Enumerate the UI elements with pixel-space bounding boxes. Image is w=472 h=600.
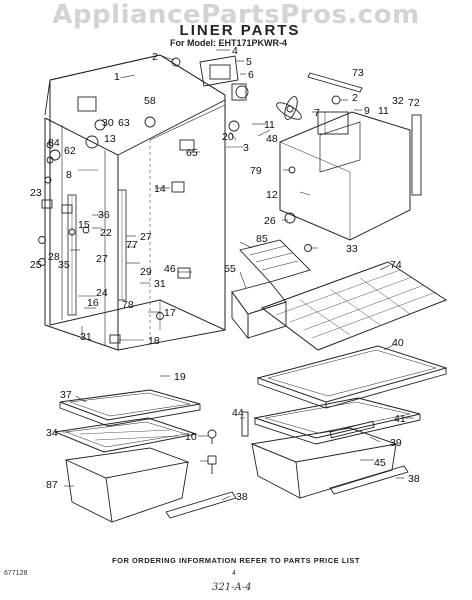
- callout-2-right: 2: [352, 92, 358, 104]
- callout-17: 17: [164, 307, 176, 319]
- callout-14: 14: [154, 183, 166, 195]
- doc-code: 677128: [4, 570, 28, 577]
- trim-strip-38-left: [165, 491, 237, 519]
- callout-55: 55: [224, 263, 236, 275]
- callout-2-top: 2: [152, 51, 158, 63]
- page-title: LINER PARTS: [179, 22, 301, 39]
- callout-37: 37: [60, 389, 72, 401]
- callout-78: 78: [122, 299, 134, 311]
- callout-7: 7: [314, 107, 320, 119]
- callout-38-right: 38: [408, 473, 420, 485]
- callout-65: 65: [186, 147, 198, 159]
- callout-74: 74: [390, 259, 402, 271]
- callout-58: 58: [144, 95, 156, 107]
- callout-6: 6: [248, 69, 254, 81]
- callout-79: 79: [250, 165, 262, 177]
- callout-73: 73: [352, 67, 364, 79]
- shelf-37: [59, 389, 201, 427]
- leader-lines: [62, 49, 414, 501]
- callout-23: 23: [30, 187, 42, 199]
- callout-12: 12: [266, 189, 278, 201]
- callout-27-a: 27: [140, 231, 152, 243]
- callout-3: 3: [243, 142, 249, 154]
- crisper-cover-34: [53, 417, 198, 453]
- callout-38-left: 38: [236, 491, 248, 503]
- callout-34: 34: [46, 427, 58, 439]
- crisper-drawer-87: [64, 447, 190, 523]
- callout-62: 62: [64, 145, 76, 157]
- glass-shelf-40: [256, 345, 448, 409]
- watermark: AppliancePartsPros.com: [52, 0, 420, 30]
- callout-48: 48: [266, 133, 278, 145]
- callout-36: 36: [98, 209, 110, 221]
- fasteners: [38, 141, 249, 474]
- callout-24: 24: [96, 287, 108, 299]
- model-line: For Model: EHT171PKWR-4: [170, 38, 288, 48]
- callout-35: 35: [58, 259, 70, 271]
- callout-87: 87: [46, 479, 58, 491]
- callout-19: 19: [174, 371, 186, 383]
- callout-28: 28: [48, 251, 60, 263]
- callout-10: 10: [185, 431, 197, 443]
- callout-16: 16: [87, 297, 99, 309]
- callout-29: 29: [140, 266, 152, 278]
- callout-77: 77: [126, 239, 138, 251]
- callout-27-b: 27: [96, 253, 108, 265]
- liner-cabinet: [44, 54, 226, 351]
- callout-1: 1: [114, 71, 120, 83]
- callout-25: 25: [30, 259, 42, 271]
- callout-44: 44: [232, 407, 244, 419]
- callout-32: 32: [392, 95, 404, 107]
- callout-33: 33: [346, 243, 358, 255]
- callout-31-b: 31: [80, 331, 92, 343]
- callout-72: 72: [408, 97, 420, 109]
- callout-13: 13: [104, 133, 116, 145]
- ordering-footer: FOR ORDERING INFORMATION REFER TO PARTS …: [112, 556, 360, 565]
- page-number: 4: [232, 570, 236, 577]
- callout-26: 26: [264, 215, 276, 227]
- callout-30: 30: [102, 117, 114, 129]
- ice-tray-and-bin: [231, 239, 311, 340]
- callout-63: 63: [118, 117, 130, 129]
- callout-labels: 1 2 2 3 4 5 6 7 8 9 10 11 11 12 13 14 15…: [30, 45, 420, 503]
- callout-9: 9: [364, 105, 370, 117]
- callout-45: 45: [374, 457, 386, 469]
- shelf-41: [253, 397, 421, 445]
- callout-40: 40: [392, 337, 404, 349]
- callout-5: 5: [246, 56, 252, 68]
- callout-46: 46: [164, 263, 176, 275]
- wire-shelf-74: [260, 261, 448, 351]
- callout-20: 20: [222, 131, 234, 143]
- callout-8: 8: [66, 169, 72, 181]
- callout-41: 41: [394, 413, 406, 425]
- callout-11-right: 11: [378, 105, 389, 117]
- trim-strip-38-right: [329, 465, 409, 495]
- callout-84: 84: [48, 137, 60, 149]
- callout-15: 15: [78, 219, 90, 231]
- callout-85: 85: [256, 233, 268, 245]
- callout-18: 18: [148, 335, 160, 347]
- callout-39: 39: [390, 437, 402, 449]
- page-reference: 321-A-4: [212, 582, 252, 593]
- callout-11-left: 11: [264, 119, 275, 131]
- light-and-fan-assembly: [171, 55, 422, 252]
- callout-31-a: 31: [154, 278, 166, 290]
- callout-22: 22: [100, 227, 112, 239]
- crisper-drawer-45: [250, 420, 398, 499]
- callout-4: 4: [232, 45, 238, 57]
